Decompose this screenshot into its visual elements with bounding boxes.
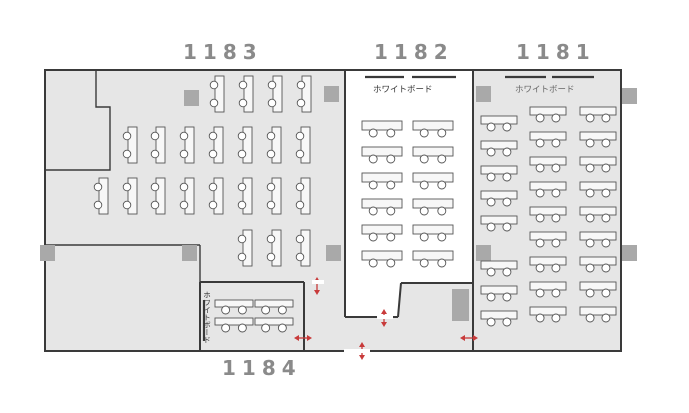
pillar [40, 245, 55, 261]
horizontal-desk [412, 120, 454, 138]
horizontal-desk [214, 317, 254, 333]
horizontal-desk [529, 231, 567, 248]
room-label-1181: 1181 [516, 40, 596, 64]
door-gap [312, 280, 324, 284]
whiteboard-label-1182: ホワイトボード [373, 85, 433, 95]
whiteboard-bars [202, 75, 594, 341]
horizontal-desk [579, 281, 617, 298]
vertical-desk [266, 177, 282, 215]
vertical-desk [238, 75, 254, 113]
walls [44, 69, 622, 352]
pillar [622, 88, 637, 104]
pillar [476, 86, 491, 102]
door-markers [294, 277, 478, 360]
vertical-desk [122, 177, 138, 215]
horizontal-desk [361, 146, 403, 164]
horizontal-desk [254, 317, 294, 333]
whiteboard-label-1184: ホワイトボード [202, 291, 211, 344]
vertical-desk [150, 177, 166, 215]
horizontal-desk [579, 256, 617, 273]
room-label-1184: 1184 [222, 356, 302, 380]
pillar [182, 245, 197, 261]
horizontal-desk [412, 250, 454, 268]
horizontal-desk [480, 190, 518, 207]
horizontal-desk [529, 131, 567, 148]
horizontal-desk [412, 172, 454, 190]
horizontal-desk [412, 224, 454, 242]
horizontal-desk [529, 106, 567, 123]
vertical-desk [266, 229, 282, 267]
horizontal-desk [412, 198, 454, 216]
vertical-desk [237, 229, 253, 267]
whiteboard-label-1181: ホワイトボード [515, 85, 575, 95]
room-label-1183: 1183 [183, 40, 263, 64]
pillar [326, 245, 341, 261]
pillars [40, 86, 637, 321]
pillar [452, 289, 469, 321]
horizontal-desk [480, 115, 518, 132]
door-marker [460, 335, 478, 341]
tables [93, 75, 617, 333]
vertical-desk [295, 177, 311, 215]
horizontal-desk [254, 299, 294, 315]
horizontal-desk [579, 306, 617, 323]
vertical-desk [295, 229, 311, 267]
vertical-desk [179, 126, 195, 164]
pillar [622, 245, 637, 261]
horizontal-desk [361, 120, 403, 138]
door-gap [377, 315, 393, 319]
vertical-desk [237, 177, 253, 215]
vertical-desk [237, 126, 253, 164]
pillar [184, 90, 199, 106]
horizontal-desk [214, 299, 254, 315]
room-label-1182: 1182 [374, 40, 454, 64]
room-1182-floor [345, 70, 473, 317]
pillar [324, 86, 339, 102]
vertical-desk [179, 177, 195, 215]
horizontal-desk [579, 106, 617, 123]
horizontal-desk [412, 146, 454, 164]
horizontal-desk [480, 215, 518, 232]
horizontal-desk [480, 310, 518, 327]
vertical-desk [150, 126, 166, 164]
horizontal-desk [529, 181, 567, 198]
horizontal-desk [529, 281, 567, 298]
horizontal-desk [480, 260, 518, 277]
horizontal-desk [579, 181, 617, 198]
horizontal-desk [529, 206, 567, 223]
door-gap [344, 349, 370, 353]
horizontal-desk [480, 165, 518, 182]
horizontal-desk [361, 198, 403, 216]
vertical-desk [267, 75, 283, 113]
horizontal-desk [529, 306, 567, 323]
horizontal-desk [579, 206, 617, 223]
horizontal-desk [529, 156, 567, 173]
horizontal-desk [480, 140, 518, 157]
horizontal-desk [529, 256, 567, 273]
pillar [476, 245, 491, 261]
horizontal-desk [361, 250, 403, 268]
horizontal-desk [480, 285, 518, 302]
vertical-desk [209, 75, 225, 113]
vertical-desk [208, 126, 224, 164]
horizontal-desk [579, 231, 617, 248]
horizontal-desk [361, 172, 403, 190]
vertical-desk [208, 177, 224, 215]
floor-area [45, 70, 621, 351]
horizontal-desk [579, 131, 617, 148]
horizontal-desk [579, 156, 617, 173]
vertical-desk [93, 177, 109, 215]
horizontal-desk [361, 224, 403, 242]
door-marker [294, 335, 312, 341]
vertical-desk [122, 126, 138, 164]
vertical-desk [266, 126, 282, 164]
vertical-desk [296, 75, 312, 113]
vertical-desk [295, 126, 311, 164]
